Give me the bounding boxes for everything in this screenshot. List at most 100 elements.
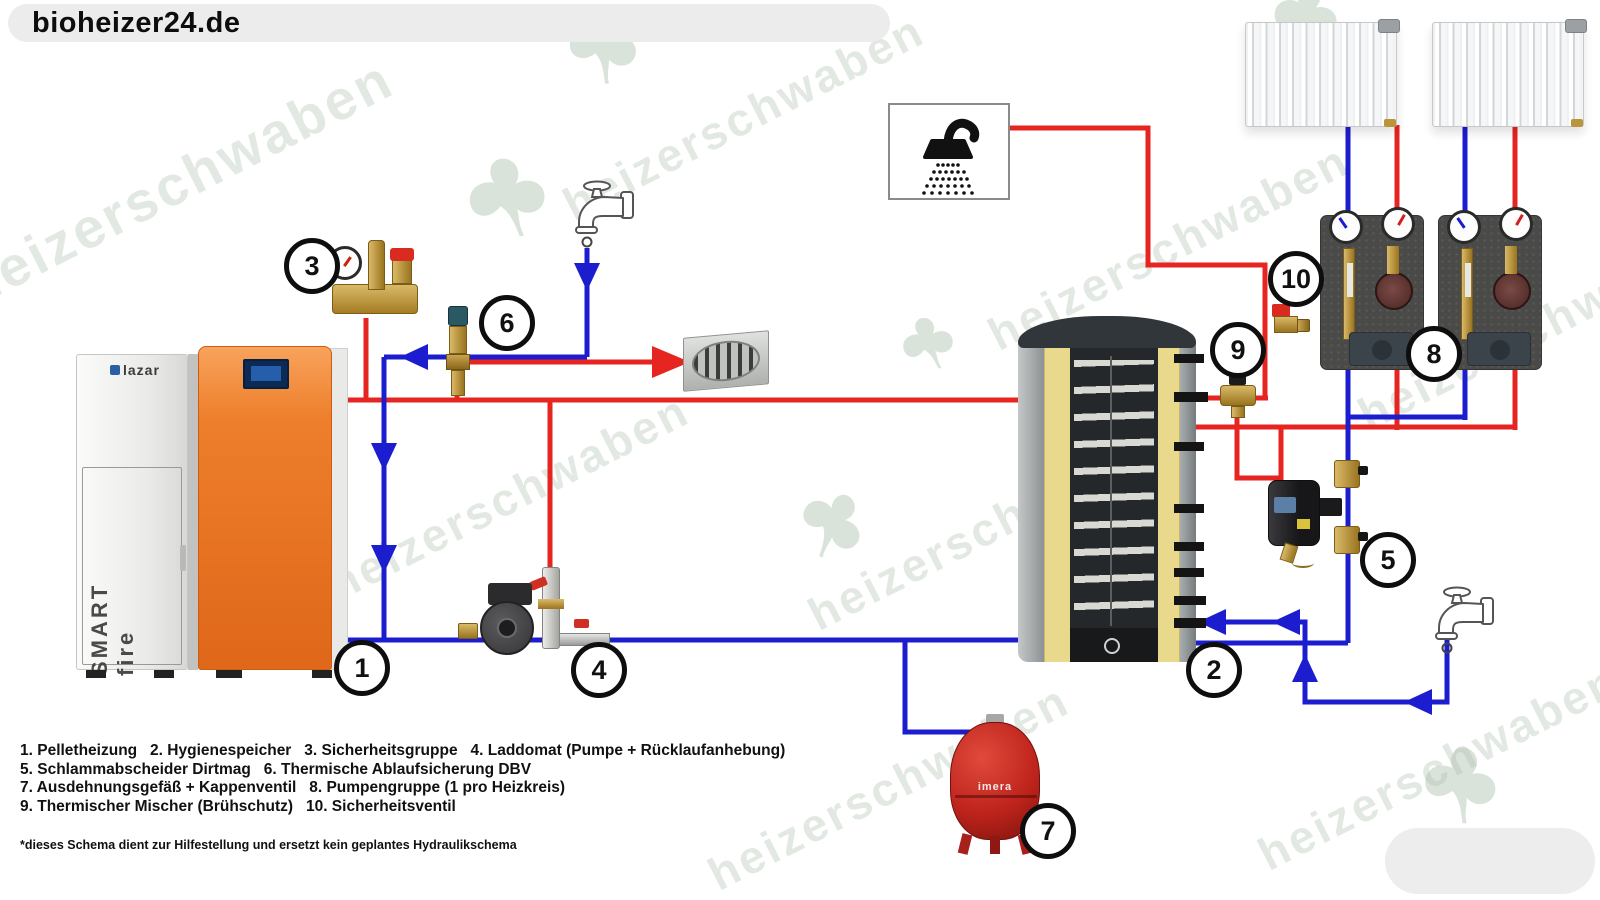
safety-valve-cap <box>1272 304 1290 317</box>
tank-port <box>1174 618 1206 628</box>
tank-port <box>1174 354 1204 363</box>
tank-port <box>1174 542 1204 551</box>
tap-icon <box>575 180 634 248</box>
boiler-front-orange <box>198 346 332 670</box>
marker-1-pelletheizung: 1 <box>334 640 390 696</box>
boiler-brand-logo: lazar <box>110 362 160 378</box>
marker-3-sicherheitsgruppe: 3 <box>284 238 340 294</box>
tank-port <box>1174 442 1204 451</box>
dirtmag-body <box>1268 480 1320 546</box>
tap-icon <box>1435 586 1494 654</box>
tank-port <box>1174 392 1208 402</box>
laddomat-pump-face <box>497 618 517 638</box>
boiler-foot <box>216 670 242 678</box>
dirtmag-label <box>1274 497 1296 513</box>
flow-arrow-left <box>1198 609 1226 635</box>
leaf-watermark-icon <box>803 494 860 558</box>
laddomat-valve-lever <box>574 619 589 628</box>
radiator-valve <box>1565 19 1587 33</box>
pump-group-pipe <box>1461 248 1473 340</box>
laddomat-column-nut <box>538 599 564 609</box>
pipe-coldwater-to-coil <box>1185 619 1450 705</box>
safety-relief-cap <box>390 248 414 261</box>
tank-shell-left <box>1018 332 1044 662</box>
mixer-body <box>1220 385 1256 406</box>
pump-group-pipe <box>1343 248 1355 340</box>
pump-group-base <box>1349 332 1413 366</box>
site-logo-band: bioheizer24.de <box>8 4 890 42</box>
marker-7-ausdehnungsgefaess: 7 <box>1020 803 1076 859</box>
radiator-drain-plug <box>1571 119 1583 127</box>
flow-arrow-up <box>1292 654 1318 682</box>
dirtmag-valve-handle <box>1358 532 1368 541</box>
water-tap <box>1411 584 1501 656</box>
dbv-tee <box>446 354 470 370</box>
dbv-thermal-discharge-valve <box>445 306 471 398</box>
dirtmag-drain-hose <box>1292 558 1314 568</box>
tank-port <box>1174 568 1204 577</box>
mixer-bottom-port <box>1231 406 1245 418</box>
boiler-display-screen <box>251 366 281 381</box>
pellet-boiler: SMART fire lazar <box>76 346 348 678</box>
dbv-body <box>449 326 467 354</box>
pump-group-pump-pipe <box>1505 246 1517 274</box>
marker-9-thermischer-mischer: 9 <box>1210 322 1266 378</box>
boiler-door-hinge <box>180 545 186 571</box>
base-dial <box>1490 340 1510 360</box>
dbv-lower-body <box>451 370 465 396</box>
radiator <box>1432 19 1587 127</box>
pipe-expansion-branch <box>902 640 992 735</box>
legend-footnote: *dieses Schema dient zur Hilfestellung u… <box>20 838 517 852</box>
legend-line: 5. Schlammabscheider Dirtmag 6. Thermisc… <box>20 760 532 778</box>
pump-group-gauge-supply <box>1499 207 1533 241</box>
safety-valve-outlet <box>1297 319 1310 332</box>
sight-glass <box>1465 263 1471 297</box>
tank-bottom-ring <box>1104 638 1120 654</box>
water-tap <box>551 178 641 250</box>
marker-2-hygienespeicher: 2 <box>1186 642 1242 698</box>
pump-group-pump <box>1493 272 1531 310</box>
thermal-mixing-valve <box>1220 372 1256 420</box>
tank-port <box>1174 504 1204 513</box>
floor-drain <box>683 330 769 392</box>
marker-8-pumpengruppe: 8 <box>1406 326 1462 382</box>
dirtmag-warning-sticker <box>1297 519 1310 529</box>
flow-arrow-down <box>371 545 397 573</box>
boiler-foot <box>86 670 106 678</box>
flow-arrow-left <box>1404 689 1432 715</box>
site-logo: bioheizer24.de <box>32 6 241 39</box>
marker-6-ablaufsicherung: 6 <box>479 295 535 351</box>
vessel-brand-label: imera <box>977 781 1013 793</box>
pump-group-pump <box>1375 272 1413 310</box>
laddomat-pump-motor <box>488 583 532 605</box>
flow-arrow-left <box>1272 609 1300 635</box>
dirtmag-tee <box>1316 498 1342 516</box>
boiler-brand-icon <box>110 365 120 375</box>
leaf-watermark-icon <box>469 158 545 237</box>
safety-group <box>326 238 424 320</box>
dirtmag-valve-handle <box>1358 466 1368 475</box>
radiator-valve <box>1378 19 1400 33</box>
pump-group-gauge-return <box>1329 210 1363 244</box>
boiler-model-label: SMART fire <box>87 582 138 676</box>
pipe-mixer-cold-loop <box>1234 412 1284 481</box>
floor-drain-grate <box>692 338 760 384</box>
boiler-side-panel <box>330 348 348 670</box>
vessel-leg <box>957 833 973 855</box>
safety-valve <box>1272 304 1312 340</box>
shower-icon <box>922 118 980 195</box>
flow-arrow-down <box>574 263 600 291</box>
tank-shell-right <box>1180 332 1196 662</box>
tank-top-cap <box>1018 316 1196 348</box>
legend-line: 9. Thermischer Mischer (Brühschutz) 10. … <box>20 797 456 815</box>
hygiene-storage-tank <box>1018 316 1208 664</box>
radiator <box>1245 19 1400 127</box>
arrow-to-drain <box>652 346 690 378</box>
legend-line: 7. Ausdehnungsgefäß + Kappenventil 8. Pu… <box>20 779 566 796</box>
vessel-seam <box>955 795 1037 798</box>
tank-insulation-right <box>1158 336 1180 662</box>
base-dial <box>1372 340 1392 360</box>
safety-valve-body <box>1274 316 1298 333</box>
flow-arrow-down <box>371 443 397 471</box>
boiler-foot <box>154 670 174 678</box>
